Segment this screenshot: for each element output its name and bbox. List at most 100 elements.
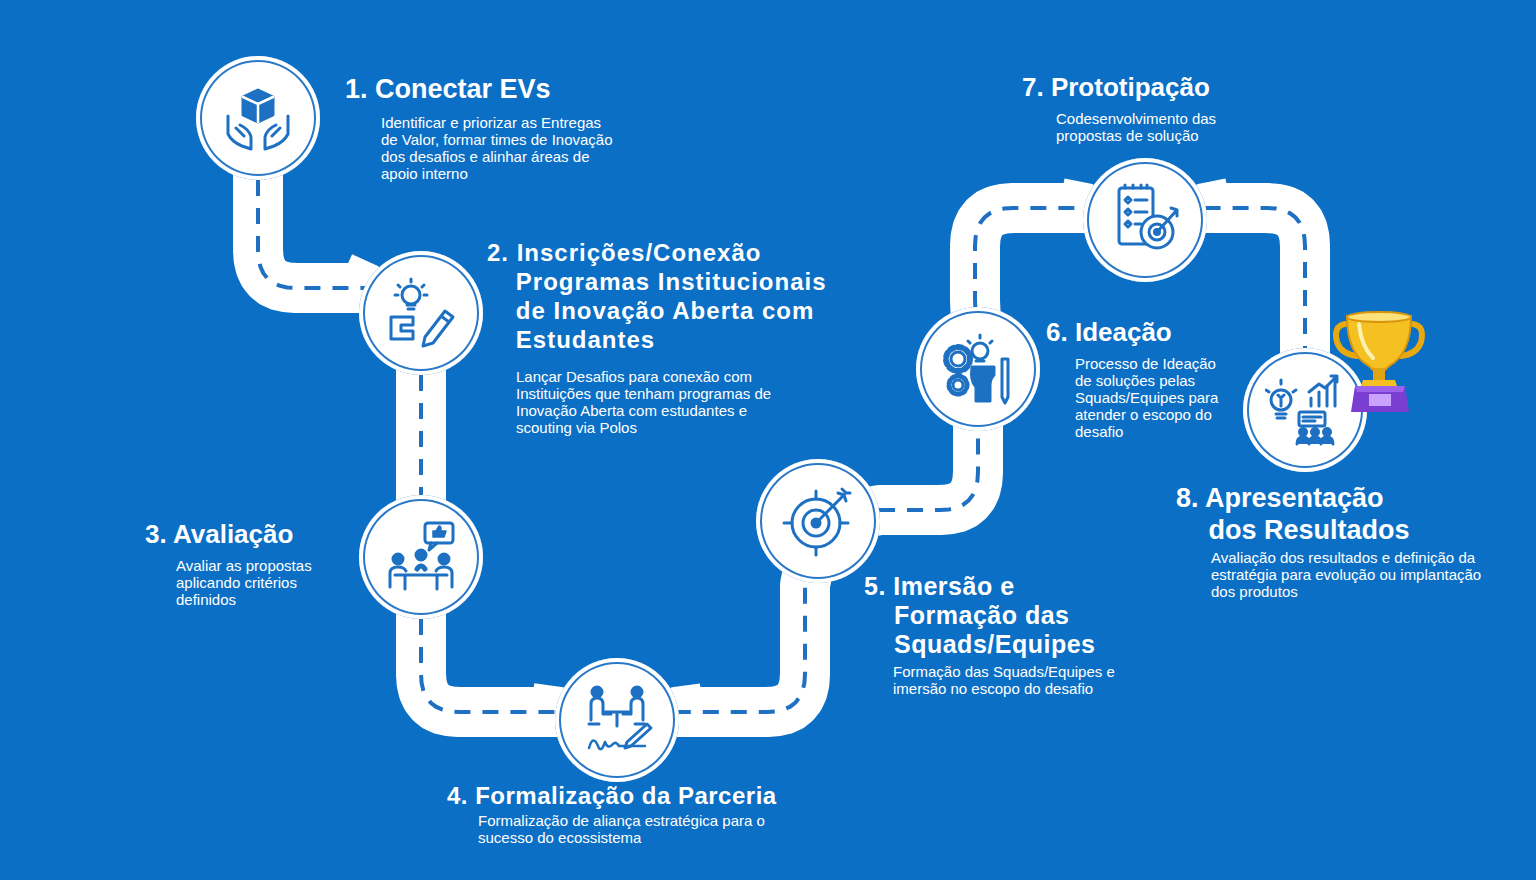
road-surface — [677, 582, 806, 712]
step-circle: 4. Formalização da ParceriaFormalização … — [555, 658, 679, 782]
icon-stroke — [589, 712, 645, 726]
step-description: Formação das Squads/Equipes e imersão no… — [893, 663, 1149, 697]
icon-stroke — [433, 526, 446, 537]
icon-stroke — [953, 380, 963, 390]
road-connector — [1205, 208, 1305, 348]
step-heading: 1. Conectar EVs — [345, 74, 677, 105]
step-description: Lançar Desafios para conexão com Institu… — [516, 368, 782, 436]
icon-stroke — [784, 489, 850, 555]
icon-stroke — [417, 566, 425, 569]
step-description: Formalização de aliança estratégica para… — [478, 812, 778, 846]
step-icon — [381, 517, 461, 597]
step-icon — [577, 680, 657, 760]
icon-stroke — [1266, 380, 1296, 418]
road-surface — [1205, 208, 1305, 348]
road-surface — [396, 375, 446, 495]
icon-stroke — [949, 376, 967, 394]
step-description: Identificar e priorizar as Entregas de V… — [381, 114, 619, 182]
icon-stroke — [1303, 417, 1321, 421]
step-heading: 5. Imersão e Formação das Squads/Equipes — [864, 572, 1116, 659]
icon-stroke — [391, 317, 413, 339]
step-circle: 8. Apresentação dos ResultadosAvaliação … — [1243, 348, 1367, 472]
icon-stroke — [1119, 185, 1177, 248]
icon-stroke — [1157, 208, 1177, 232]
trophy-part — [1347, 312, 1411, 322]
step-icon — [938, 329, 1018, 409]
icon-stroke — [1266, 376, 1337, 444]
icon-stroke — [228, 90, 288, 149]
road-dash — [419, 375, 423, 495]
icon-stroke — [946, 347, 970, 371]
icon-stroke — [1125, 185, 1147, 188]
icon-stroke — [1311, 380, 1335, 406]
step-icon — [218, 78, 298, 158]
icon-stroke — [1309, 376, 1337, 392]
trophy-part — [1347, 316, 1411, 370]
icon-stroke — [236, 128, 280, 136]
step-description: Processo de Ideação de soluções pelas Sq… — [1075, 355, 1227, 440]
step-icon — [1105, 180, 1185, 260]
icon-stroke — [425, 523, 453, 543]
icon-stroke — [592, 687, 602, 697]
step-circle: 7. PrototipaçãoCodesenvolvimento das pro… — [1083, 158, 1207, 282]
icon-stroke — [423, 311, 453, 346]
step-description: Avaliação dos resultados e definição da … — [1211, 549, 1493, 600]
step-heading: 6. Ideação — [1046, 317, 1277, 347]
step-icon — [778, 481, 858, 561]
trophy-illustration — [1333, 308, 1425, 416]
step-circle: 2. Inscrições/Conexão Programas Instituc… — [359, 251, 483, 375]
icon-stroke — [632, 687, 642, 697]
icon-stroke — [429, 543, 437, 550]
icon-stroke — [439, 554, 449, 564]
trophy-part — [1351, 386, 1409, 412]
icon-stroke — [1312, 429, 1319, 436]
icon-stroke — [402, 286, 420, 304]
icon-stroke — [838, 489, 850, 501]
icon-stroke — [395, 575, 447, 589]
icon-stroke — [391, 279, 453, 346]
road-connector — [975, 208, 1085, 307]
step-circle: 5. Imersão e Formação das Squads/Equipes… — [756, 459, 880, 583]
road-connector — [879, 431, 978, 510]
icon-stroke — [784, 491, 848, 555]
icon-stroke — [1324, 429, 1331, 436]
road-dash — [421, 619, 559, 712]
icon-stroke — [816, 495, 844, 523]
road-connector — [677, 582, 806, 712]
road-dash — [677, 582, 806, 712]
step-heading: 4. Formalização da Parceria — [447, 781, 876, 810]
trophy-part — [1369, 394, 1391, 406]
road-dash — [258, 180, 366, 288]
icon-stroke — [1297, 437, 1333, 444]
icon-stroke — [416, 550, 426, 560]
icon-stroke — [625, 724, 651, 748]
step-icon — [381, 273, 461, 353]
road-connector — [258, 180, 366, 288]
icon-stroke — [968, 335, 992, 361]
road-surface — [975, 208, 1085, 307]
step-description: Codesenvolvimento das propostas de soluç… — [1056, 110, 1238, 144]
step-heading: 8. Apresentação dos Resultados — [1176, 482, 1430, 546]
trophy-part — [1361, 380, 1397, 386]
road-surface — [879, 431, 978, 510]
trophy-part — [1373, 368, 1385, 380]
road-connector — [421, 619, 559, 712]
step-circle: 6. IdeaçãoProcesso de Ideação de soluçõe… — [916, 307, 1040, 431]
step-description: Avaliar as propostas aplicando critérios… — [176, 557, 328, 608]
step-heading: 2. Inscrições/Conexão Programas Instituc… — [487, 238, 851, 354]
step-heading: 7. Prototipação — [1022, 72, 1313, 102]
icon-stroke — [972, 367, 995, 401]
trophy — [1336, 312, 1422, 412]
icon-stroke — [390, 567, 452, 587]
icon-stroke — [972, 343, 988, 359]
road-dash — [879, 431, 978, 510]
step-circle: 3. AvaliaçãoAvaliar as propostas aplican… — [359, 495, 483, 619]
icon-stroke — [243, 90, 273, 122]
icon-stroke — [951, 352, 965, 366]
step-circle: 1. Conectar EVsIdentificar e priorizar a… — [196, 56, 320, 180]
icon-stroke — [395, 279, 427, 309]
step-icon — [1265, 370, 1345, 450]
trophy-part — [1355, 386, 1405, 392]
road-surface — [258, 180, 366, 288]
